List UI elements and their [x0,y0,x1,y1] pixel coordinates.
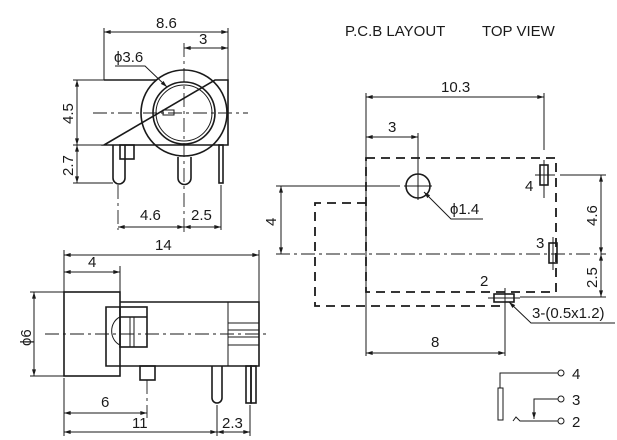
side-length-dim: 14 [155,237,172,254]
pcb-pin3-label: 3 [536,235,544,252]
schematic-pin2-label: 2 [572,414,580,431]
pcb-slot-dim: 3-(0.5x1.2) [532,305,605,322]
side-diameter-dim: ϕ6 [18,329,35,346]
pcb-layout: 10.3 3 ϕ1.4 4 4 3 2 3-(0.5x1.2) 4.6 2.5 [263,79,615,356]
pcb-layout-title: P.C.B LAYOUT [345,23,445,40]
front-center-offset-dim: 3 [199,31,207,48]
pcb-pin2-label: 2 [480,273,488,290]
pcb-center-pin2-dim: 2.5 [584,267,601,288]
schematic-pin4-label: 4 [572,366,580,383]
side-front-dim: 4 [88,254,96,271]
top-view-title: TOP VIEW [482,23,556,40]
front-pin-spacing-right-dim: 2.5 [191,207,212,224]
pcb-hole-height-dim: 4 [263,218,280,226]
pcb-hole-offset-dim: 3 [388,119,396,136]
front-body-height-dim: 4.5 [60,103,77,124]
pcb-pin2-offset-dim: 8 [431,334,439,351]
front-diameter-dim: ϕ3.6 [114,49,143,66]
schematic-pin3-label: 3 [572,392,580,409]
schematic: 4 3 2 [497,366,580,431]
front-pin-spacing-left-dim: 4.6 [140,207,161,224]
front-view: 8.6 3 ϕ3.6 4.5 2.7 4.6 2.5 [60,15,248,232]
side-pin3-dim: 2.3 [222,415,243,432]
front-pin-length-dim: 2.7 [60,155,77,176]
front-width-dim: 8.6 [156,15,177,32]
side-view: 14 4 ϕ6 6 11 2.3 [18,237,267,436]
side-pin2-dim: 11 [132,415,148,432]
pcb-pin4-center-dim: 4.6 [584,205,601,226]
pcb-pin4-label: 4 [525,178,533,195]
pcb-hole-diameter-dim: ϕ1.4 [450,201,479,218]
side-pin1-dim: 6 [101,394,109,411]
pcb-width-dim: 10.3 [441,79,470,96]
